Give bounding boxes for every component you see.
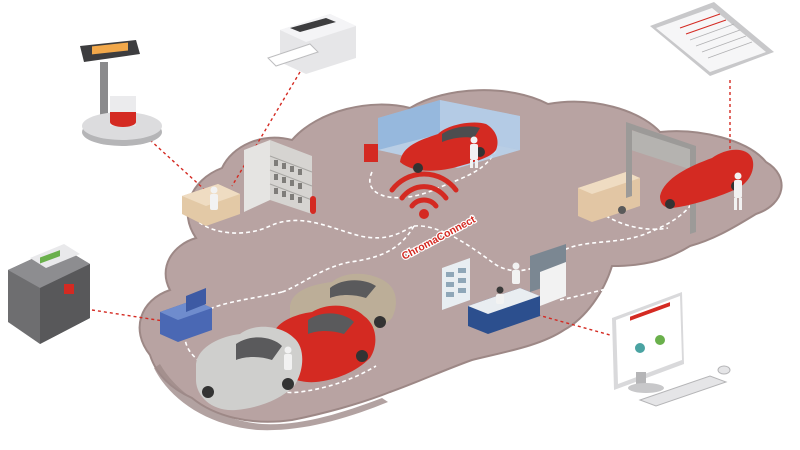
- painter-figure: [470, 136, 478, 168]
- device-connectors: [91, 71, 731, 336]
- reception-desk: [442, 244, 566, 334]
- prep-technician: [734, 172, 742, 210]
- mixer-technician: [210, 186, 218, 210]
- receptionist-figure: [496, 286, 504, 304]
- fire-extinguisher-icon: [310, 196, 316, 214]
- car-silver: [196, 326, 303, 411]
- spectrophotometer-icon[interactable]: [8, 244, 90, 344]
- prep-bay: [578, 122, 754, 234]
- color-matching-station: [160, 288, 212, 342]
- customer-figure: [512, 262, 520, 284]
- wifi-icon: [389, 171, 459, 219]
- monitor-icon[interactable]: [612, 292, 731, 407]
- mixing-room: [182, 140, 316, 226]
- painter-parked-figure: [284, 346, 292, 370]
- spray-booth: [364, 100, 520, 173]
- printer-icon[interactable]: [267, 14, 356, 74]
- scale-icon[interactable]: [80, 40, 162, 146]
- tablet-icon[interactable]: [650, 2, 774, 76]
